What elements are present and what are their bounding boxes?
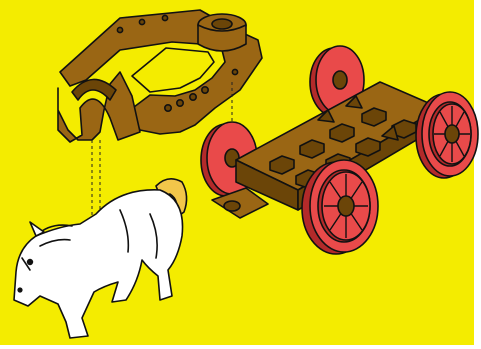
- illustration-svg: [0, 0, 481, 349]
- assembly-illustration: [0, 0, 481, 349]
